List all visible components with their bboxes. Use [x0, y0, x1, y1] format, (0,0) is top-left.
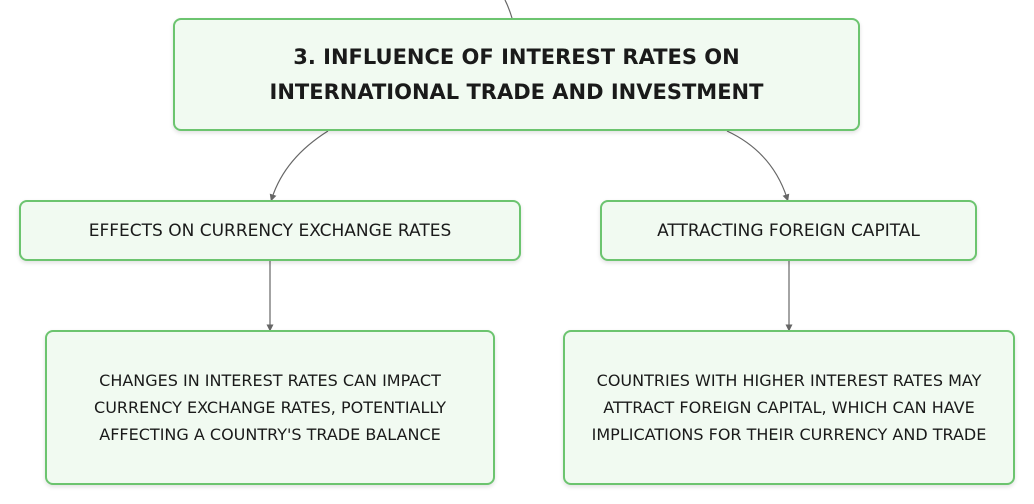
- connector-root-to-currency-exchange: [269, 130, 329, 202]
- detail-text-attracting-foreign-capital: COUNTRIES WITH HIGHER INTEREST RATES MAY…: [591, 371, 987, 444]
- incoming-connector: [504, 0, 513, 19]
- detail-text-currency-exchange-effects: CHANGES IN INTEREST RATES CAN IMPACT CUR…: [94, 371, 446, 444]
- connector-root-to-foreign-capital: [726, 130, 790, 202]
- detail-node-currency-exchange-effects[interactable]: CHANGES IN INTEREST RATES CAN IMPACT CUR…: [45, 330, 495, 485]
- topic-label-attracting-foreign-capital: ATTRACTING FOREIGN CAPITAL: [657, 220, 920, 241]
- root-topic-label: 3. INFLUENCE OF INTEREST RATES ON INTERN…: [269, 44, 764, 104]
- topic-node-attracting-foreign-capital[interactable]: ATTRACTING FOREIGN CAPITAL: [600, 200, 977, 261]
- topic-label-currency-exchange-effects: EFFECTS ON CURRENCY EXCHANGE RATES: [88, 220, 452, 241]
- detail-node-attracting-foreign-capital[interactable]: COUNTRIES WITH HIGHER INTEREST RATES MAY…: [563, 330, 1015, 485]
- topic-node-currency-exchange-effects[interactable]: EFFECTS ON CURRENCY EXCHANGE RATES: [19, 200, 521, 261]
- root-topic-node[interactable]: 3. INFLUENCE OF INTEREST RATES ON INTERN…: [173, 18, 860, 131]
